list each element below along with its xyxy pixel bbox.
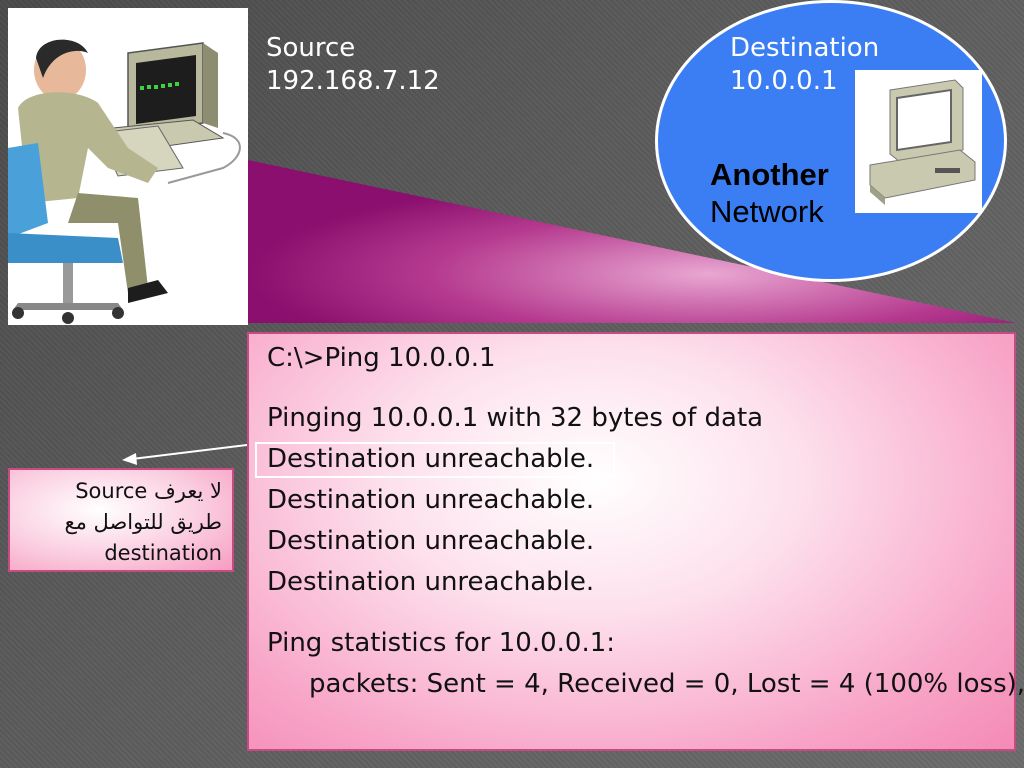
unreachable-line-3: Destination unreachable.: [267, 526, 595, 556]
source-label: Source 192.168.7.12: [266, 32, 440, 98]
source-title: Source: [266, 33, 356, 63]
destination-ip: 10.0.0.1: [730, 66, 838, 96]
another-network-label: Another Network: [710, 156, 829, 230]
command-line: C:\>Ping 10.0.0.1: [267, 343, 496, 373]
highlight-box: [255, 442, 615, 478]
person-at-computer-icon: [8, 39, 241, 324]
network-text: Network: [710, 194, 824, 229]
source-ip: 192.168.7.12: [266, 66, 440, 96]
explanation-note: Source لا يعرف طريق للتواصل مع destinati…: [8, 468, 234, 572]
unreachable-line-4: Destination unreachable.: [267, 567, 595, 597]
note-line-3: destination: [104, 541, 222, 565]
statistics-line: Ping statistics for 10.0.0.1:: [267, 628, 616, 658]
note-line-1: Source لا يعرف: [75, 479, 222, 503]
another-text: Another: [710, 157, 829, 192]
pinging-line: Pinging 10.0.0.1 with 32 bytes of data: [267, 403, 764, 433]
destination-computer-image: [855, 70, 982, 213]
source-image: [8, 8, 248, 325]
destination-label: Destination 10.0.0.1: [730, 32, 879, 98]
unreachable-line-2: Destination unreachable.: [267, 485, 595, 515]
unreachable-line-1: Destination unreachable.: [267, 444, 595, 474]
packets-line: packets: Sent = 4, Received = 0, Lost = …: [309, 669, 1024, 699]
destination-title: Destination: [730, 33, 880, 63]
note-line-2: طريق للتواصل مع: [64, 510, 222, 534]
computer-icon: [869, 79, 976, 205]
ping-output-panel: C:\>Ping 10.0.0.1 Pinging 10.0.0.1 with …: [247, 332, 1024, 751]
